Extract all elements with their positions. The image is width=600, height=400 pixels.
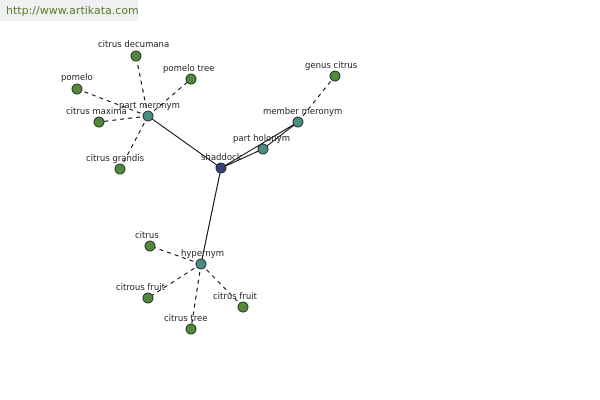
edge-shaddock-hypernym <box>200 167 222 265</box>
watermark-url[interactable]: http://www.artikata.com <box>6 4 139 17</box>
edge-hypernym-citrus <box>149 245 202 265</box>
edge-hypernym-citrous-fruit <box>147 263 202 299</box>
label-part-holonym: part holonym <box>233 134 290 144</box>
edge-member-meronym-genus-citrus <box>297 75 336 123</box>
labels: citrus decumana pomelo pomelo tree citru… <box>61 40 358 324</box>
node-pomelo-tree[interactable] <box>185 73 197 85</box>
label-citrus-decumana: citrus decumana <box>98 40 169 50</box>
node-part-meronym[interactable] <box>142 110 154 122</box>
node-citrous-fruit[interactable] <box>142 292 154 304</box>
node-citrus-maxima[interactable] <box>93 116 105 128</box>
node-member-meronym[interactable] <box>292 116 304 128</box>
watermark: http://www.artikata.com <box>0 0 139 21</box>
label-part-meronym: part meronym <box>119 101 180 111</box>
node-part-holonym[interactable] <box>257 143 269 155</box>
relation-nodes <box>142 110 304 270</box>
label-shaddock: shaddock <box>201 153 242 163</box>
node-hypernym[interactable] <box>195 258 207 270</box>
leaf-nodes <box>71 50 341 335</box>
node-citrus-decumana[interactable] <box>130 50 142 62</box>
label-member-meronym: member meronym <box>263 107 342 117</box>
label-citrus-maxima: citrus maxima <box>66 107 127 117</box>
node-citrus-grandis[interactable] <box>114 163 126 175</box>
node-genus-citrus[interactable] <box>329 70 341 82</box>
label-pomelo-tree: pomelo tree <box>163 64 214 74</box>
edge-hypernym-citrus-fruit <box>200 263 244 308</box>
node-citrus-tree[interactable] <box>185 323 197 335</box>
node-shaddock[interactable] <box>215 162 227 174</box>
label-citrus-fruit: citrus fruit <box>213 292 258 302</box>
label-pomelo: pomelo <box>61 73 93 83</box>
edge-part-holonym-member-meronym <box>262 121 299 150</box>
label-genus-citrus: genus citrus <box>305 61 358 71</box>
edges <box>76 55 336 330</box>
label-citrus: citrus <box>135 231 159 241</box>
label-hypernym: hypernym <box>181 249 224 259</box>
edge-hypernym-citrus-tree <box>190 263 202 330</box>
node-pomelo[interactable] <box>71 83 83 95</box>
edge-shaddock-part-meronym <box>147 115 222 169</box>
label-citrus-grandis: citrus grandis <box>86 154 145 164</box>
edge-part-meronym-citrus-maxima <box>98 115 149 123</box>
label-citrus-tree: citrus tree <box>164 314 207 324</box>
edge-shaddock-part-holonym <box>220 148 264 169</box>
edge-part-meronym-pomelo-tree <box>147 78 192 117</box>
label-citrous-fruit: citrous fruit <box>116 283 166 293</box>
edge-part-meronym-citrus-decumana <box>135 55 149 117</box>
node-citrus-fruit[interactable] <box>237 301 249 313</box>
edge-part-meronym-citrus-grandis <box>119 115 149 170</box>
node-citrus[interactable] <box>144 240 156 252</box>
